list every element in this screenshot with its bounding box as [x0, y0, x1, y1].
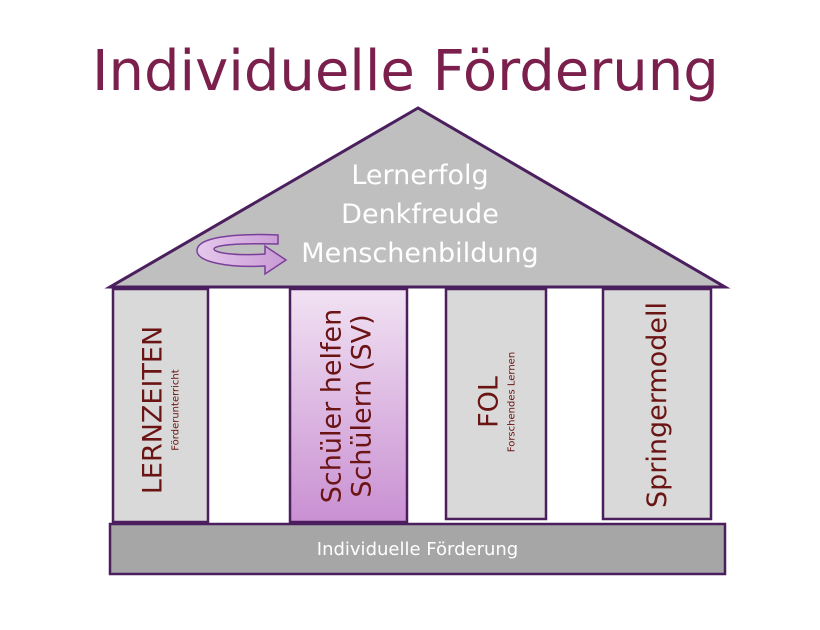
foundation-label: Individuelle Förderung — [316, 538, 519, 560]
pillar-subtitle: Forschendes Lernen — [506, 351, 518, 453]
curved-arrow-icon — [196, 233, 288, 276]
roof-line-2: Denkfreude — [341, 199, 499, 230]
pillar-title: LERNZEITEN — [137, 325, 169, 495]
pillar-schueler-helfen — [288, 287, 409, 524]
pillar-title: FOL — [473, 376, 505, 428]
roof-line-3: Menschenbildung — [301, 238, 539, 269]
pillar-label-fol: FOL Forschendes Lernen — [473, 351, 518, 453]
pillar-lernzeiten — [111, 287, 210, 524]
roof-line-1: Lernerfolg — [351, 160, 489, 191]
pillar-label-springermodell: Springermodell — [642, 302, 674, 508]
pillar-title-line-2: Schülern (SV) — [346, 314, 377, 498]
pillar-subtitle: Förderunterricht — [170, 369, 182, 451]
page-title: Individuelle Förderung — [92, 39, 719, 104]
pillar-title: Schüler helfen — [316, 308, 348, 504]
pillar-springermodell — [601, 287, 713, 521]
pillar-label-schueler-helfen: Schüler helfen Schülern (SV) — [316, 308, 377, 504]
pillar-label-lernzeiten: LERNZEITEN Förderunterricht — [137, 325, 182, 495]
pillar-fol — [444, 287, 548, 521]
pillar-title: Springermodell — [642, 302, 674, 508]
foundation — [108, 522, 727, 576]
